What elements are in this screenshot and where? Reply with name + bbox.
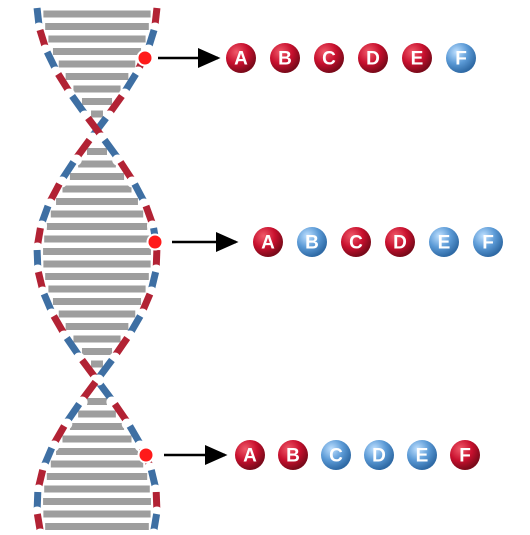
allele-circle-a (235, 440, 265, 470)
allele-circle-f (446, 43, 476, 73)
allele-letter: C (349, 233, 363, 254)
base-pair-rung (69, 173, 125, 180)
allele-circle-c (341, 227, 371, 257)
base-pair-rung (44, 485, 150, 493)
allele-letter: E (416, 446, 429, 467)
allele-letter: F (459, 446, 471, 467)
circle-row-1: A B C D E F (226, 43, 476, 73)
allele-letter: B (286, 446, 300, 467)
allele-circle-b (278, 440, 308, 470)
base-pair-rung (91, 110, 103, 118)
allele-letter: F (482, 233, 494, 254)
circle-row-2: A B C D E F (253, 227, 503, 257)
base-pair-rung (45, 23, 149, 30)
base-pair-rung (44, 235, 150, 243)
allele-circle-b (297, 227, 327, 257)
allele-letter: D (393, 233, 407, 254)
base-pair-rung (43, 248, 151, 255)
allele-circle-e (402, 43, 432, 73)
circle-rows: A B C D E F A B C D E F A B C D E F (226, 43, 503, 470)
allele-letter: A (234, 49, 248, 70)
helix (31, 7, 163, 535)
base-pair-rung (91, 360, 103, 368)
base-pair-rung (52, 48, 142, 55)
allele-letter: D (366, 49, 380, 70)
base-pair-rung (50, 460, 144, 468)
allele-circle-c (321, 440, 351, 470)
allele-letter: A (243, 446, 257, 467)
base-pair-rung (43, 10, 151, 18)
base-pair-rung (46, 223, 148, 230)
base-pair-rung (56, 448, 138, 455)
allele-letter: E (438, 233, 451, 254)
base-pair-rung (65, 323, 129, 330)
allele-letter: C (322, 49, 336, 70)
base-pair-rung (86, 398, 108, 405)
allele-circle-f (473, 227, 503, 257)
allele-letter: F (455, 49, 467, 70)
allele-circle-c (314, 43, 344, 73)
base-pair-rung (73, 85, 121, 93)
base-pair-rung (69, 423, 125, 430)
allele-circle-b (270, 43, 300, 73)
allele-circle-d (358, 43, 388, 73)
base-pair-rung (43, 498, 151, 505)
allele-circle-f (450, 440, 480, 470)
base-pair-rung (81, 98, 113, 105)
base-pair-rung (52, 298, 142, 305)
allele-letter: D (372, 446, 386, 467)
base-pair-rung (86, 148, 108, 155)
base-pair-rung (43, 510, 151, 518)
allele-circle-d (364, 440, 394, 470)
strand-joint (34, 528, 46, 535)
allele-letter: B (305, 233, 319, 254)
allele-letter: E (411, 49, 424, 70)
base-pair-rung (48, 285, 146, 293)
base-pair-rung (45, 523, 149, 530)
base-pair-rung (45, 273, 149, 280)
locus-marker (136, 49, 154, 67)
allele-letter: C (329, 446, 343, 467)
allele-circle-d (385, 227, 415, 257)
base-pair-rung (50, 210, 144, 218)
base-pair-rung (43, 260, 151, 268)
allele-circle-a (226, 43, 256, 73)
base-pair-rung (78, 410, 116, 418)
locus-marker (146, 233, 164, 251)
allele-circle-a (253, 227, 283, 257)
base-pair-rung (65, 73, 129, 80)
base-pair-rung (81, 348, 113, 355)
allele-circle-e (429, 227, 459, 257)
base-pair-rung (48, 35, 146, 43)
locus-marker (137, 446, 155, 464)
base-pair-rung (58, 60, 136, 68)
base-pair-rung (46, 473, 148, 480)
base-pair-rung (62, 435, 132, 443)
circle-row-3: A B C D E F (235, 440, 480, 470)
base-pair-rung (62, 185, 132, 193)
allele-letter: A (261, 233, 275, 254)
base-pair-rung (78, 160, 116, 168)
markers (136, 48, 239, 465)
base-pair-rung (73, 335, 121, 343)
allele-letter: B (278, 49, 292, 70)
base-pair-rung (58, 310, 136, 318)
base-pair-rung (56, 198, 138, 205)
allele-circle-e (407, 440, 437, 470)
strand-joint (148, 528, 160, 535)
